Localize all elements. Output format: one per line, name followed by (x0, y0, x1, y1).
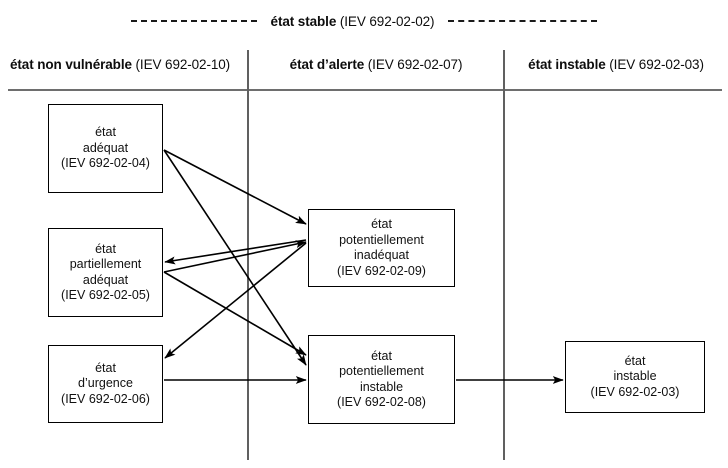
column-divider-2 (503, 50, 505, 460)
node-etat-adequat-line2: adéquat (82, 140, 129, 155)
column-header-alerte-ref: (IEV 692-02-07) (364, 57, 463, 72)
column-header-instable-bold: état instable (528, 57, 606, 72)
arrow-partiel-to-pot-inadequat (163, 240, 307, 273)
dashed-line-left-icon (130, 20, 257, 22)
header-horizontal-separator (8, 89, 722, 91)
node-etat-urgence[interactable]: état d’urgence (IEV 692-02-06) (48, 345, 163, 423)
node-etat-potentiellement-inadequat-ref: (IEV 692-02-09) (337, 263, 426, 278)
column-header-alerte-bold: état d’alerte (289, 57, 365, 72)
node-etat-urgence-line1: état (95, 360, 116, 375)
column-header-alerte: état d’alerte (IEV 692-02-07) (248, 57, 504, 72)
node-etat-potentiellement-instable-line3: instable (359, 379, 404, 394)
stable-state-label: état stable (IEV 692-02-02) (271, 14, 435, 29)
dashed-line-right-icon (448, 20, 598, 22)
node-etat-potentiellement-instable-ref: (IEV 692-02-08) (337, 395, 426, 409)
node-etat-urgence-ref: (IEV 692-02-06) (61, 391, 150, 406)
column-header-instable-ref: (IEV 692-02-03) (605, 57, 704, 72)
column-header-instable: état instable (IEV 692-02-03) (504, 57, 728, 72)
arrow-pot-inadequat-to-partiel (164, 239, 307, 265)
node-etat-potentiellement-inadequat[interactable]: état potentiellement inadéquat (IEV 692-… (308, 209, 455, 287)
node-etat-urgence-line2: d’urgence (78, 376, 133, 391)
column-header-non-vulnerable-ref: (IEV 692-02-10) (131, 57, 231, 72)
node-etat-potentiellement-instable[interactable]: état potentiellement instable (IEV 692-0… (308, 335, 455, 424)
node-etat-adequat[interactable]: état adéquat (IEV 692-02-04) (48, 104, 163, 193)
node-etat-adequat-line1: état (95, 125, 116, 140)
node-etat-adequat-ref: (IEV 692-02-04) (61, 156, 150, 171)
node-etat-instable-line1: état (624, 353, 646, 368)
node-etat-potentiellement-instable-line2: potentiellement (339, 364, 424, 378)
node-etat-potentiellement-inadequat-line1: état (371, 217, 392, 231)
node-etat-partiellement-adequat-line3: adéquat (82, 272, 129, 287)
column-header-non-vulnerable-bold: état non vulnérable (10, 57, 132, 72)
node-etat-potentiellement-inadequat-line2: potentiellement (339, 232, 424, 247)
node-etat-instable[interactable]: état instable (IEV 692-02-03) (565, 341, 705, 413)
stable-state-label-bold: état stable (270, 13, 337, 29)
arrow-pot-inadequat-to-urgence (164, 242, 307, 359)
node-etat-potentiellement-instable-line1: état (371, 348, 392, 363)
node-etat-instable-ref: (IEV 692-02-03) (590, 384, 680, 399)
column-header-non-vulnerable: état non vulnérable (IEV 692-02-10) (0, 57, 248, 72)
node-etat-partiellement-adequat-line1: état (95, 241, 116, 256)
arrow-adequat-to-pot-inadequat (163, 149, 307, 225)
node-etat-partiellement-adequat-line2: partiellement (69, 257, 142, 271)
arrow-partiel-to-pot-instable (163, 271, 307, 356)
node-etat-potentiellement-inadequat-line3: inadéquat (354, 248, 409, 262)
node-etat-instable-line2: instable (613, 369, 657, 384)
stable-state-label-ref: (IEV 692-02-02) (336, 13, 435, 29)
node-etat-partiellement-adequat[interactable]: état partiellement adéquat (IEV 692-02-0… (48, 228, 163, 317)
node-etat-partiellement-adequat-ref: (IEV 692-02-05) (61, 288, 150, 302)
stable-state-band: état stable (IEV 692-02-02) (0, 10, 728, 32)
